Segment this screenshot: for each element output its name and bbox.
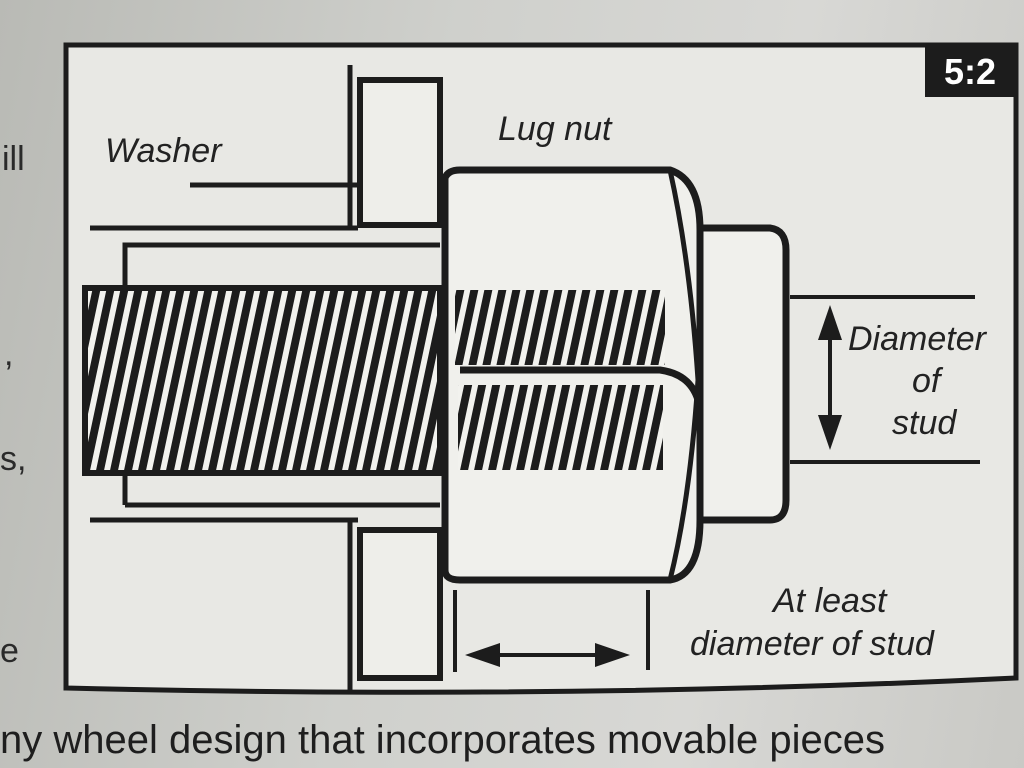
margin-text-3: s, — [0, 440, 27, 478]
figure-badge — [925, 45, 1016, 97]
label-diameter-1: Diameter — [848, 320, 988, 358]
label-at-least-1: At least — [771, 582, 888, 620]
margin-text-1: ill — [2, 140, 25, 178]
nut-threads-lower — [458, 385, 663, 470]
label-washer: Washer — [105, 132, 223, 170]
dimension-lines — [453, 295, 980, 672]
margin-text-2: , — [4, 335, 14, 373]
body-text-line: ny wheel design that incorporates movabl… — [0, 718, 885, 762]
figure-badge-text: 5:2 — [944, 51, 996, 92]
label-lug-nut: Lug nut — [498, 110, 613, 148]
label-diameter-2: of — [912, 362, 944, 400]
label-at-least-2: diameter of stud — [690, 625, 935, 663]
label-diameter-3: stud — [892, 404, 957, 442]
washer — [357, 77, 443, 681]
nut-threads-upper — [455, 290, 665, 365]
margin-text-4: e — [0, 632, 19, 670]
stud-threads — [82, 285, 443, 476]
lug-nut — [441, 166, 790, 584]
